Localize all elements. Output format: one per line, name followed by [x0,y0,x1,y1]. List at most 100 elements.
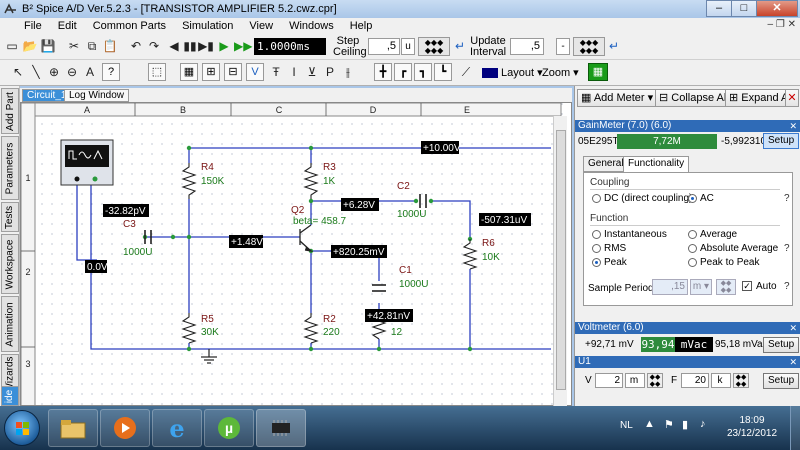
mdi-controls[interactable]: – ❐ ✕ [767,19,796,30]
voltage-probe-icon[interactable]: V [246,63,264,81]
show-desktop-button[interactable] [790,406,800,450]
u1-v-unit[interactable]: m [625,373,645,388]
align-left-icon[interactable]: ╋ [374,63,392,81]
function-rms-radio[interactable]: RMS [592,243,626,254]
u1-header[interactable]: U1✕ [575,356,800,368]
menu-help[interactable]: Help [349,20,373,32]
u1-f-unit[interactable]: k [711,373,731,388]
layout-dropdown[interactable]: Layout ▾ [482,66,543,79]
node-icon[interactable]: ⊻ [307,65,317,79]
update-spinner[interactable]: ◆◆◆◆◆◆ [573,37,605,56]
function-peak-radio[interactable]: Peak [592,257,627,268]
tab-functionality[interactable]: Functionality [623,156,690,172]
update-interval-input[interactable]: ,5 [510,38,544,55]
step-ceiling-input[interactable]: ,5 [368,38,400,55]
coupling-help-icon[interactable]: ? [784,193,790,204]
line-style-icon[interactable]: ⟋ [461,65,471,79]
zoom-out-icon[interactable]: ⊖ [66,65,78,79]
enter-icon-2[interactable]: ↵ [608,39,620,53]
tab-workspace[interactable]: Workspace [1,234,19,294]
paste-icon[interactable]: 📋 [102,39,118,53]
capacitor-c3[interactable] [144,230,152,244]
enter-icon[interactable]: ↵ [454,39,466,53]
clock[interactable]: 18:09 23/12/2012 [722,414,782,440]
voltmeter-header[interactable]: Voltmeter (6.0)✕ [575,322,800,334]
zoom-in-icon[interactable]: ⊕ [48,65,60,79]
taskbar-bspice-icon[interactable] [256,409,306,447]
function-help-icon[interactable]: ? [784,243,790,254]
cut-icon[interactable]: ✂ [68,39,80,53]
u1-setup-button[interactable]: Setup [763,373,800,389]
align-right-icon[interactable]: ┓ [414,63,432,81]
signal-generator[interactable] [60,139,114,186]
undo-icon[interactable]: ↶ [130,39,142,53]
resistor-r3[interactable] [303,163,319,199]
function-instantaneous-radio[interactable]: Instantaneous [592,229,667,240]
voltmeter-setup-button[interactable]: Setup [763,337,800,353]
u1-f-input[interactable]: 20 [681,373,709,388]
taskbar-utorrent-icon[interactable]: µ [204,409,254,447]
subcircuit-icon[interactable]: ⊟ [224,63,242,81]
close-button[interactable]: ✕ [756,0,798,17]
maximize-button[interactable]: □ [731,0,757,17]
step-spinner[interactable]: ◆◆◆◆◆◆ [418,37,450,56]
menu-windows[interactable]: Windows [289,20,334,32]
coupling-ac-radio[interactable]: AC [688,193,714,204]
step-icon[interactable]: ▶▮ [198,39,214,53]
sample-period-unit[interactable]: m ▾ [690,279,712,295]
pause-icon[interactable]: ▮▮ [183,39,197,53]
menu-common-parts[interactable]: Common Parts [92,20,167,32]
tab-general[interactable]: General [583,156,629,172]
redo-icon[interactable]: ↷ [148,39,160,53]
menu-simulation[interactable]: Simulation [182,20,234,32]
resistor-r6[interactable] [462,239,478,270]
tray-network-icon[interactable]: ▮ [682,419,689,431]
pointer-icon[interactable]: ↖ [12,65,24,79]
current-icon[interactable]: I [292,65,296,79]
tab-ide[interactable]: ide [1,386,19,406]
expand-all-button[interactable]: ⊞ Expand All [725,89,798,107]
zoom-dropdown[interactable]: Zoom ▾ [542,67,579,79]
auto-checkbox[interactable]: ✓ [742,281,752,291]
tab-animation[interactable]: Animation [1,296,19,352]
power-icon[interactable]: P [325,65,334,79]
resistor-r5[interactable] [181,313,197,344]
meter-panel-icon[interactable]: ▦ [588,63,608,81]
sample-period-spinner[interactable]: ◆◆◆◆ [716,279,736,295]
copy-icon[interactable]: ⧉ [87,39,97,53]
wire-icon[interactable]: ╲ [32,65,40,79]
add-meter-button[interactable]: ▦ Add Meter ▾ [577,89,658,107]
transistor-q2[interactable] [299,224,314,253]
current-probe-icon[interactable]: Ŧ [272,65,280,79]
step-back-icon[interactable]: ◀ [169,39,179,53]
tab-parameters[interactable]: Parameters [1,136,19,200]
schematic-canvas[interactable]: A B C D E 1 2 3 [20,102,572,406]
tab-tests[interactable]: Tests [1,202,19,232]
gainmeter-header[interactable]: GainMeter (7.0) (6.0)✕ [575,120,800,132]
menu-edit[interactable]: Edit [57,20,77,32]
u1-f-spinner[interactable]: ◆◆◆◆ [733,373,749,388]
capacitor-c1[interactable] [372,284,386,292]
start-button[interactable] [4,410,40,446]
capacitor-c2[interactable] [419,194,427,208]
sample-help-icon[interactable]: ? [784,281,790,292]
function-average-radio[interactable]: Average [688,229,737,240]
taskbar-explorer-icon[interactable] [48,409,98,447]
phase-icon[interactable]: ⫲ [346,65,350,79]
grid-icon[interactable]: ▦ [180,63,198,81]
u1-v-input[interactable]: 2 [595,373,623,388]
menu-file[interactable]: File [24,20,42,32]
minimize-button[interactable]: – [706,0,732,17]
canvas-scrollbar[interactable] [553,116,567,406]
new-file-icon[interactable]: ▭ [6,39,18,53]
open-folder-icon[interactable]: 📂 [22,39,38,53]
tray-volume-icon[interactable]: ♪ [700,418,706,430]
taskbar-ie-icon[interactable]: e [152,409,202,447]
help-icon[interactable]: ? [102,63,120,81]
align-top-icon[interactable]: ┏ [394,63,412,81]
update-unit-select[interactable]: - [556,38,570,55]
select-region-icon[interactable]: ⬚ [148,63,166,81]
tab-log-window[interactable]: Log Window [64,89,130,102]
sample-period-input[interactable]: ,15 [652,279,688,295]
close-panel-icon[interactable]: ✕ [785,89,799,107]
